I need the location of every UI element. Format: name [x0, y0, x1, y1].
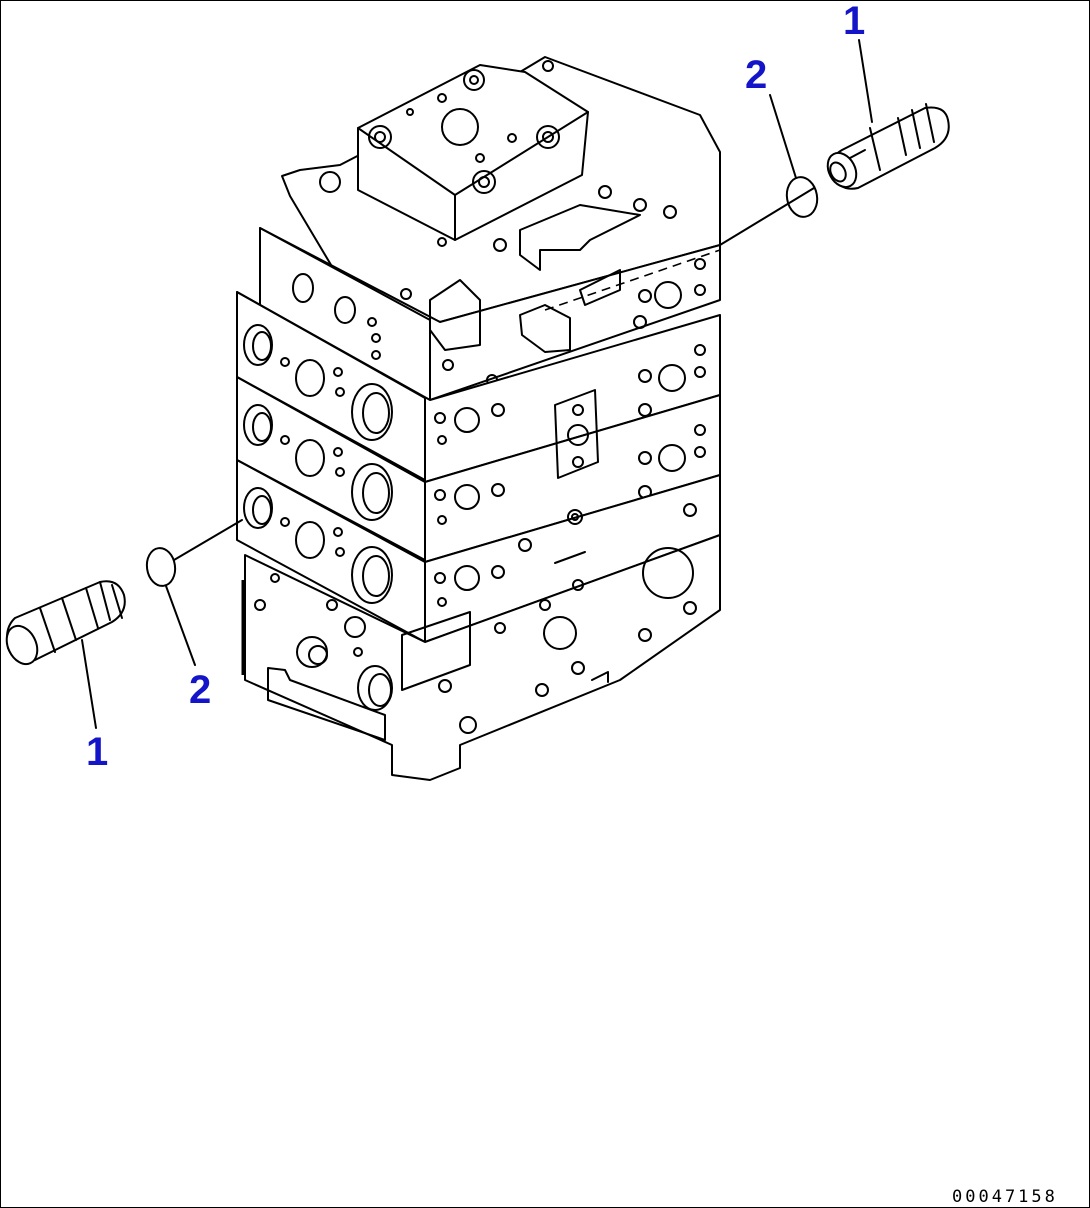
top-cover-block	[281, 56, 721, 323]
drawing-id: 00047158	[952, 1187, 1058, 1207]
callout-o-ring-right: 2	[745, 53, 767, 97]
control-valve-body	[236, 56, 721, 781]
relief-valve-right	[826, 103, 950, 190]
relief-valve-left	[5, 580, 126, 666]
o-ring-right	[785, 176, 819, 218]
callout-relief-valve-left: 1	[86, 730, 108, 774]
o-ring-left	[145, 547, 177, 587]
spool-section-3	[236, 459, 721, 643]
leader-lines	[81, 39, 873, 729]
outlet-section	[241, 534, 721, 781]
callout-o-ring-left: 2	[189, 668, 211, 712]
callout-relief-valve-right: 1	[843, 0, 865, 43]
